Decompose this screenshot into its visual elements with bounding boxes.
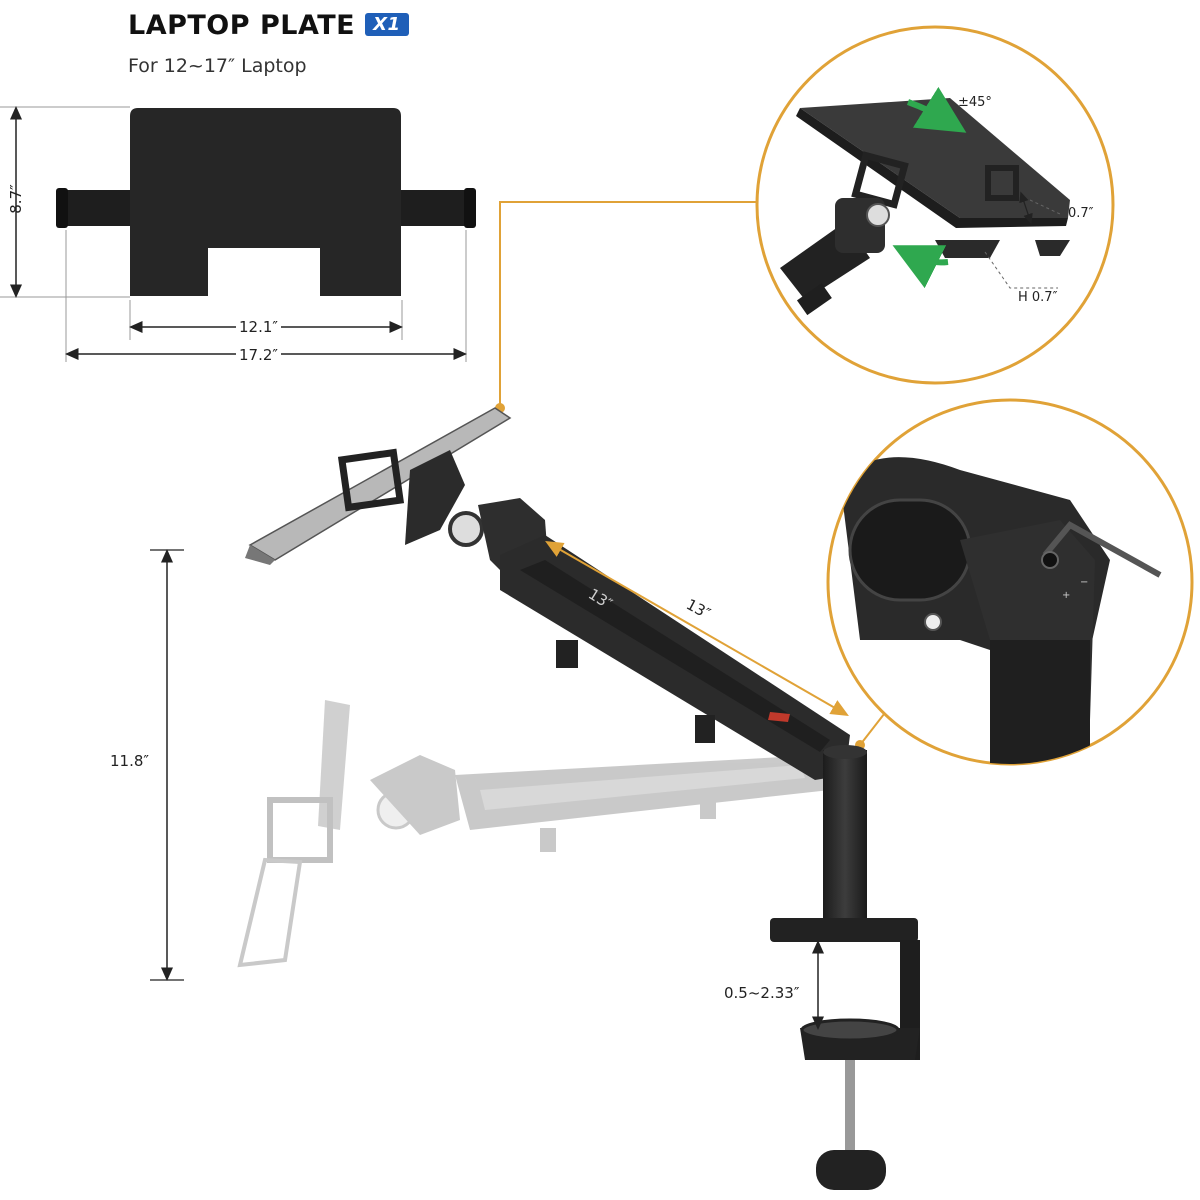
height-range-label: 11.8″ [110,752,150,770]
arm-lowered-ghost [237,700,830,968]
tilt-label: ±45° [958,95,992,110]
plate-height-label: 8.7″ [7,184,25,214]
clamp-range-label: 0.5~2.33″ [724,984,800,1002]
product-title: LAPTOP PLATE X1 [128,10,409,41]
svg-text:+: + [1062,590,1070,601]
svg-text:−: − [1080,577,1088,588]
plate-inner-width-label: 12.1″ [236,318,282,336]
callout-connector-top [499,201,757,408]
clip-depth-label: 0.7″ [1068,206,1094,221]
laptop-plate-top-view [56,108,476,296]
product-subtitle: For 12~17″ Laptop [128,55,307,77]
tilt-detail-callout [755,25,1115,385]
model-badge: X1 [365,13,409,36]
arm-length-arrow [545,541,849,716]
joint-detail-callout: + − [826,398,1194,766]
hook-height-label: H 0.7″ [1018,290,1058,305]
plate-outer-width-label: 17.2″ [236,346,282,364]
title-text: LAPTOP PLATE [128,10,356,41]
